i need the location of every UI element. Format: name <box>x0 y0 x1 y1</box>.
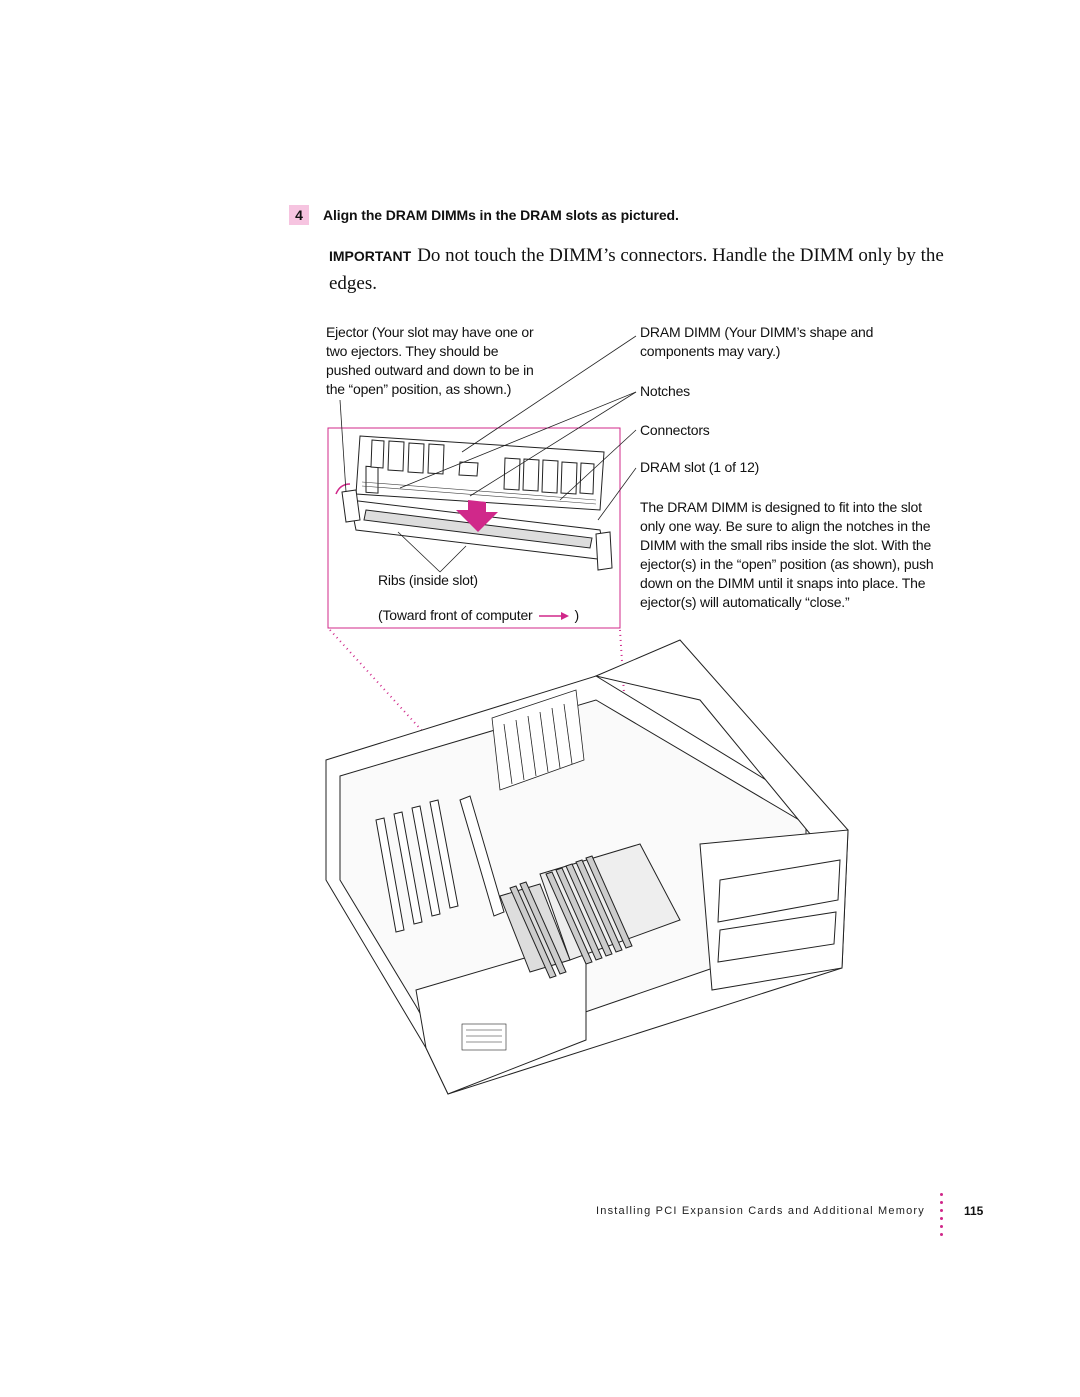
ribs-callout: Ribs (inside slot) <box>378 572 478 588</box>
page-number: 115 <box>964 1204 984 1218</box>
pci-slots <box>375 795 505 933</box>
step-number-badge: 4 <box>289 205 309 225</box>
memory-slots <box>509 855 633 979</box>
dram-dimm-callout: DRAM DIMM (Your DIMM’s shape and compone… <box>640 324 874 359</box>
important-label: IMPORTANT <box>329 248 412 264</box>
step-heading: 4 Align the DRAM DIMMs in the DRAM slots… <box>289 205 679 225</box>
dimm-chips <box>370 439 595 495</box>
computer-chassis-illustration <box>325 639 849 1095</box>
power-supply-grille <box>491 689 585 791</box>
dimm-connectors <box>361 481 597 505</box>
dram-slot-icon <box>341 489 613 571</box>
step-instruction: Align the DRAM DIMMs in the DRAM slots a… <box>323 207 679 223</box>
toward-front-text: (Toward front of computer <box>378 607 533 623</box>
zoom-guide-lines <box>329 629 633 861</box>
chapter-footer: Installing PCI Expansion Cards and Addit… <box>596 1205 925 1217</box>
dram-slot-callout: DRAM slot (1 of 12) <box>640 459 760 475</box>
important-text: Do not touch the DIMM’s connectors. Hand… <box>329 245 944 294</box>
footer-dot-rule <box>940 1193 944 1241</box>
push-down-arrow-icon <box>456 500 498 532</box>
toward-front-close: ) <box>574 607 580 623</box>
vent-grille <box>461 1023 507 1051</box>
detail-frame <box>327 427 621 629</box>
notches-callout: Notches <box>640 383 690 399</box>
ejector-callout: Ejector (Your slot may have one or two e… <box>326 324 534 397</box>
ejector-arrow-icon <box>335 483 351 495</box>
right-arrow-icon <box>538 611 569 620</box>
dimm-module-icon <box>355 435 605 511</box>
dimm-fit-instructions: The DRAM DIMM is designed to fit into th… <box>640 499 934 610</box>
toward-front-callout: (Toward front of computer ) <box>378 606 579 625</box>
connectors-callout: Connectors <box>640 422 710 438</box>
